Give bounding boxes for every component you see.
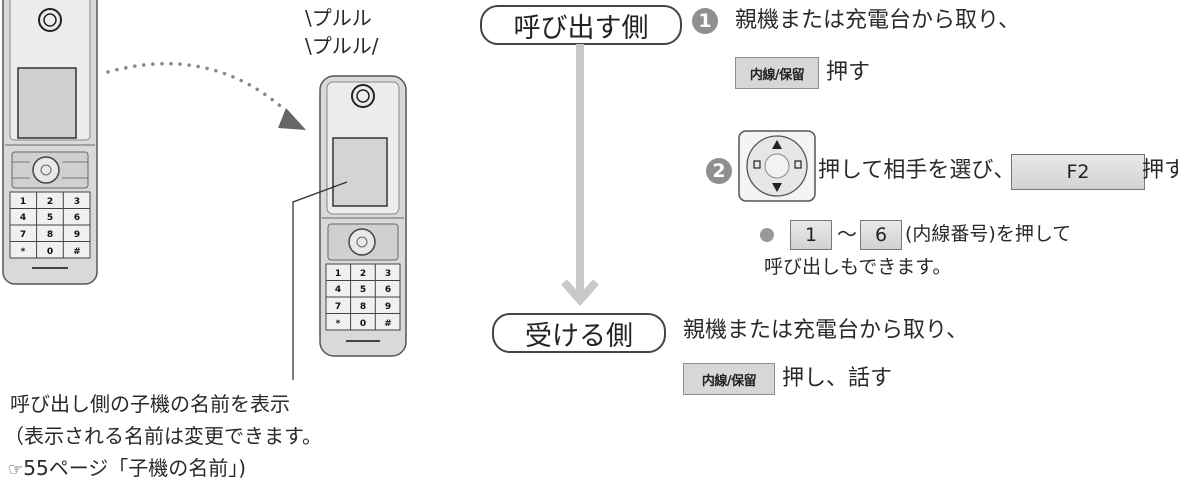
arrow-head-icon [278,108,306,130]
svg-text:#: # [73,247,81,257]
hint-text-2: 呼び出しもできます。 [764,256,952,278]
svg-text:9: 9 [74,230,80,240]
ring-sound-1: \プルル [305,6,372,30]
svg-text:#: # [384,319,392,329]
svg-text:3: 3 [385,269,391,279]
step-1-text: 親機または充電台から取り、 [735,8,1021,33]
caller-label: 呼び出す側 [480,5,682,45]
ring-arrow [106,62,306,130]
svg-text:6: 6 [385,285,391,295]
nav-key-icon [348,228,376,256]
step-1-action: 押す [826,60,871,85]
svg-text:*: * [21,247,26,257]
note-line-2: （表示される名前は変更できます。 [4,424,322,448]
hint-tilde: ～ [837,222,857,246]
svg-text:*: * [336,319,341,329]
svg-text:8: 8 [47,230,53,240]
keypad: 1 2 3 4 5 6 7 8 9 * 0 # [325,263,401,331]
receiver-intercom-hold-button[interactable]: 内線/保留 [683,363,775,395]
keypad: 1 2 3 4 5 6 7 8 9 * 0 # [9,191,91,259]
receiver-handset: 1 2 3 4 5 6 7 8 9 * 0 # [319,75,407,357]
hint-text-1: (内線番号)を押して [905,223,1072,245]
step-2-action: 押す [1142,158,1178,183]
svg-text:9: 9 [385,302,391,312]
receiver-text: 親機または充電台から取り、 [683,318,969,343]
f2-button[interactable]: F2 [1011,154,1145,190]
key-1-button[interactable]: 1 [790,220,832,250]
svg-text:8: 8 [360,302,366,312]
svg-text:0: 0 [47,247,53,257]
receiver-label: 受ける側 [492,313,666,353]
svg-text:3: 3 [74,197,80,207]
flow-arrow [561,44,599,307]
handset-screen [332,137,388,207]
svg-text:6: 6 [74,213,80,223]
nav-key-icon [32,156,60,184]
svg-text:1: 1 [20,197,26,207]
svg-text:2: 2 [47,197,53,207]
ring-sound-2: \プルル/ [305,34,379,58]
svg-text:7: 7 [20,230,26,240]
caller-handset: 1 2 3 4 5 6 7 8 9 * 0 # [2,0,98,285]
svg-text:5: 5 [47,213,53,223]
receiver-action: 押し、話す [782,366,893,391]
svg-text:5: 5 [360,285,366,295]
svg-text:1: 1 [335,269,341,279]
leader-line [292,181,348,380]
svg-text:7: 7 [335,302,341,312]
svg-text:4: 4 [20,213,26,223]
note-line-3: ☞55ページ「子機の名前」) [8,456,247,480]
svg-text:2: 2 [360,269,366,279]
earpiece-icon [38,8,62,32]
nav-cross-key-icon[interactable] [738,130,816,202]
intercom-hold-button[interactable]: 内線/保留 [735,57,819,89]
svg-text:4: 4 [335,285,341,295]
svg-text:0: 0 [360,319,366,329]
step-1-marker: 1 [692,8,718,34]
key-6-button[interactable]: 6 [860,220,902,250]
handset-screen [17,67,77,139]
page-ref-icon: ☞ [8,460,24,480]
step-2-marker: 2 [706,158,732,184]
bullet-icon [760,228,774,242]
step-2-text: 押して相手を選び、 [818,158,1016,183]
note-line-1: 呼び出し側の子機の名前を表示 [10,392,290,416]
earpiece-icon [351,84,375,108]
